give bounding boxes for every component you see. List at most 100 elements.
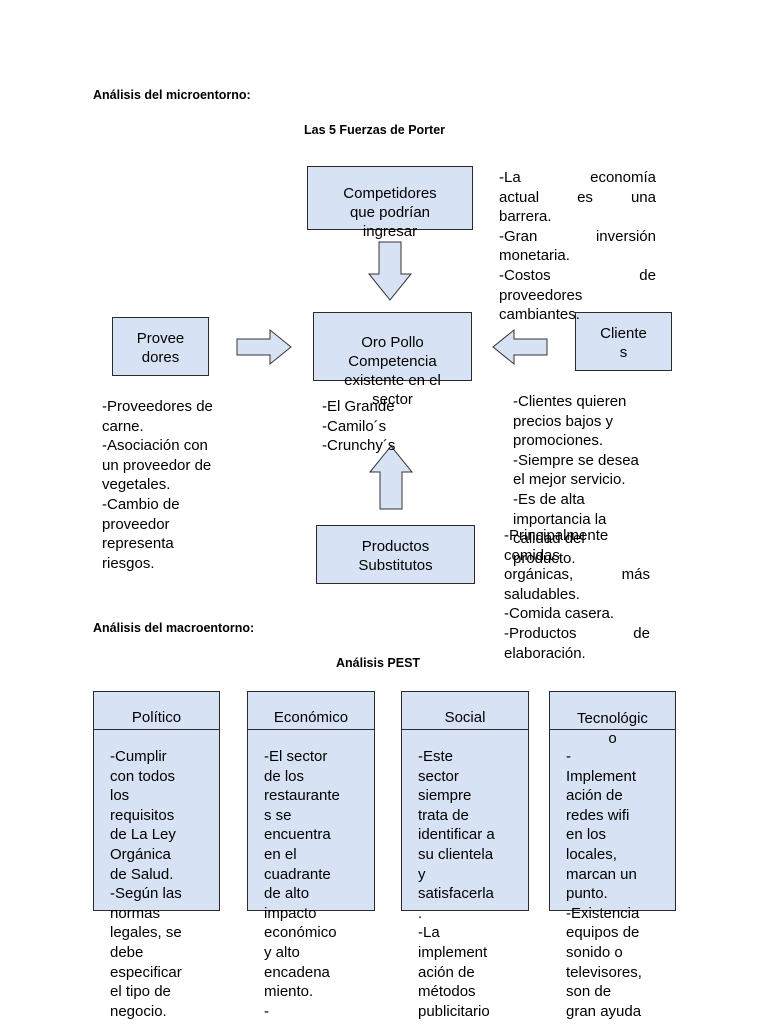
substitutes-line-2: Substitutos xyxy=(358,557,433,574)
text-line: ación de xyxy=(418,963,475,981)
note-line: vegetales. xyxy=(102,476,171,494)
pest-social-text: -Este sector siempre trata de identifica… xyxy=(418,747,528,1021)
competitors-line-2: que podrían xyxy=(349,204,431,221)
note-line: -Cambio de xyxy=(102,495,180,513)
text-line: redes wifi xyxy=(566,806,630,824)
text-line: de Salud. xyxy=(110,865,174,883)
text-line: televisores, xyxy=(566,963,642,981)
text-line: gran ayuda xyxy=(566,1002,642,1020)
left-arrow-icon xyxy=(492,328,548,366)
text-line: miento. xyxy=(264,983,314,1001)
text-line: trata de xyxy=(418,806,469,824)
text-line: en el xyxy=(264,845,297,863)
text-line: y alto xyxy=(264,943,300,961)
text-line: debe xyxy=(110,943,144,961)
pest-social-box: Social xyxy=(401,691,529,911)
text-line: marcan un xyxy=(566,865,637,883)
note-line: -Asociación con xyxy=(102,437,208,455)
text-line: en los xyxy=(566,826,607,844)
pest-technological-text: - Implement ación de redes wifi en los l… xyxy=(566,747,676,1021)
text-line: -Según las xyxy=(110,885,182,903)
note-line: elaboración. xyxy=(504,644,586,662)
text-line: encuentra xyxy=(264,826,331,844)
competitors-box: Competidores que podrían ingresar xyxy=(307,166,473,240)
suppliers-box: Provee dores xyxy=(112,317,209,376)
note-line: el mejor servicio. xyxy=(513,471,626,489)
text-line: impacto xyxy=(264,904,317,922)
note-line: -Camilo´s xyxy=(322,417,387,435)
note-line: proveedores xyxy=(499,286,583,304)
substitutes-box: Productos Substitutos xyxy=(316,525,475,584)
text-line: identificar a xyxy=(418,826,495,844)
macroenvironment-heading: Análisis del macroentorno: xyxy=(93,621,255,635)
title-line: Social xyxy=(444,709,486,726)
title-line: o xyxy=(608,730,617,747)
text-line: satisfacerla xyxy=(418,885,494,903)
right-arrow-icon xyxy=(236,328,292,366)
suppliers-notes: -Proveedores de carne. -Asociación con u… xyxy=(102,397,252,573)
text-line: sonido o xyxy=(566,943,623,961)
text-line: los xyxy=(110,787,130,805)
pest-economic-box: Económico xyxy=(247,691,375,911)
text-line: - xyxy=(264,1002,269,1020)
text-line: -Existencia xyxy=(566,904,640,922)
substitutes-line-1: Productos xyxy=(361,538,430,555)
pest-political-box: Político xyxy=(93,691,220,911)
center-line-4: sector xyxy=(372,391,413,408)
text-line: encadena xyxy=(264,963,330,981)
text-line: -Este xyxy=(418,748,454,765)
text-line: requisitos xyxy=(110,806,175,824)
title-line: Político xyxy=(131,709,182,726)
center-line-2: Competencia xyxy=(348,353,437,370)
clients-line-2: s xyxy=(619,344,628,361)
text-line: Orgánica xyxy=(110,845,171,863)
text-line: implement xyxy=(418,943,488,961)
note-line: cambiantes. xyxy=(499,306,580,324)
note-line: producto. xyxy=(513,549,576,567)
text-line: ación de xyxy=(566,787,623,805)
text-line: especificar xyxy=(110,963,182,981)
text-line: y xyxy=(418,865,426,883)
text-line: de La Ley xyxy=(110,826,176,844)
pest-political-text: -Cumplir con todos los requisitos de La … xyxy=(110,747,215,1021)
note-line: barrera. xyxy=(499,208,552,226)
clients-notes: -Clientes quieren precios bajos y promoc… xyxy=(513,392,673,568)
competitors-line-1: Competidores xyxy=(343,185,437,202)
pest-technological-box: Tecnológic o xyxy=(549,691,676,911)
center-line-1: Oro Pollo xyxy=(361,334,424,351)
note-line: -Siempre se desea xyxy=(513,451,639,469)
text-line: su clientela xyxy=(418,845,494,863)
note-line: -Gran inversión xyxy=(499,227,656,245)
text-line: normas xyxy=(110,904,161,922)
pest-economic-text: -El sector de los restaurante s se encue… xyxy=(264,747,372,1021)
pest-social-title: Social xyxy=(402,692,528,730)
competitors-line-3: ingresar xyxy=(362,223,418,240)
text-line: s se xyxy=(264,806,292,824)
note-line: monetaria. xyxy=(499,247,570,265)
note-line: precios bajos y xyxy=(513,412,614,430)
text-line: sector xyxy=(418,767,459,785)
text-line: -La xyxy=(418,924,440,942)
note-line: orgánicas, más xyxy=(504,566,650,584)
pest-economic-title: Económico xyxy=(248,692,374,730)
note-line: -Costos de xyxy=(499,266,656,284)
text-line: métodos xyxy=(418,983,476,1001)
text-line: legales, se xyxy=(110,924,182,942)
note-line: -Proveedores de xyxy=(102,398,213,415)
note-line: -Crunchy´s xyxy=(322,437,396,455)
note-line: comidas xyxy=(504,546,560,564)
text-line: el tipo de xyxy=(110,983,171,1001)
note-line: saludables. xyxy=(504,585,580,603)
text-line: de alto xyxy=(264,885,310,903)
note-line: -La economía xyxy=(499,169,656,186)
porter-forces-title: Las 5 Fuerzas de Porter xyxy=(304,123,446,137)
text-line: son de xyxy=(566,983,612,1001)
pest-technological-title: Tecnológic o xyxy=(550,692,675,747)
rivalry-center-box: Oro Pollo Competencia existente en el se… xyxy=(313,312,472,408)
text-line: equipos de xyxy=(566,924,640,942)
note-line: riesgos. xyxy=(102,554,155,572)
text-line: . xyxy=(418,904,423,922)
note-line: -Principalmente xyxy=(504,527,609,544)
text-line: - xyxy=(566,748,571,765)
up-arrow-icon xyxy=(368,445,414,510)
